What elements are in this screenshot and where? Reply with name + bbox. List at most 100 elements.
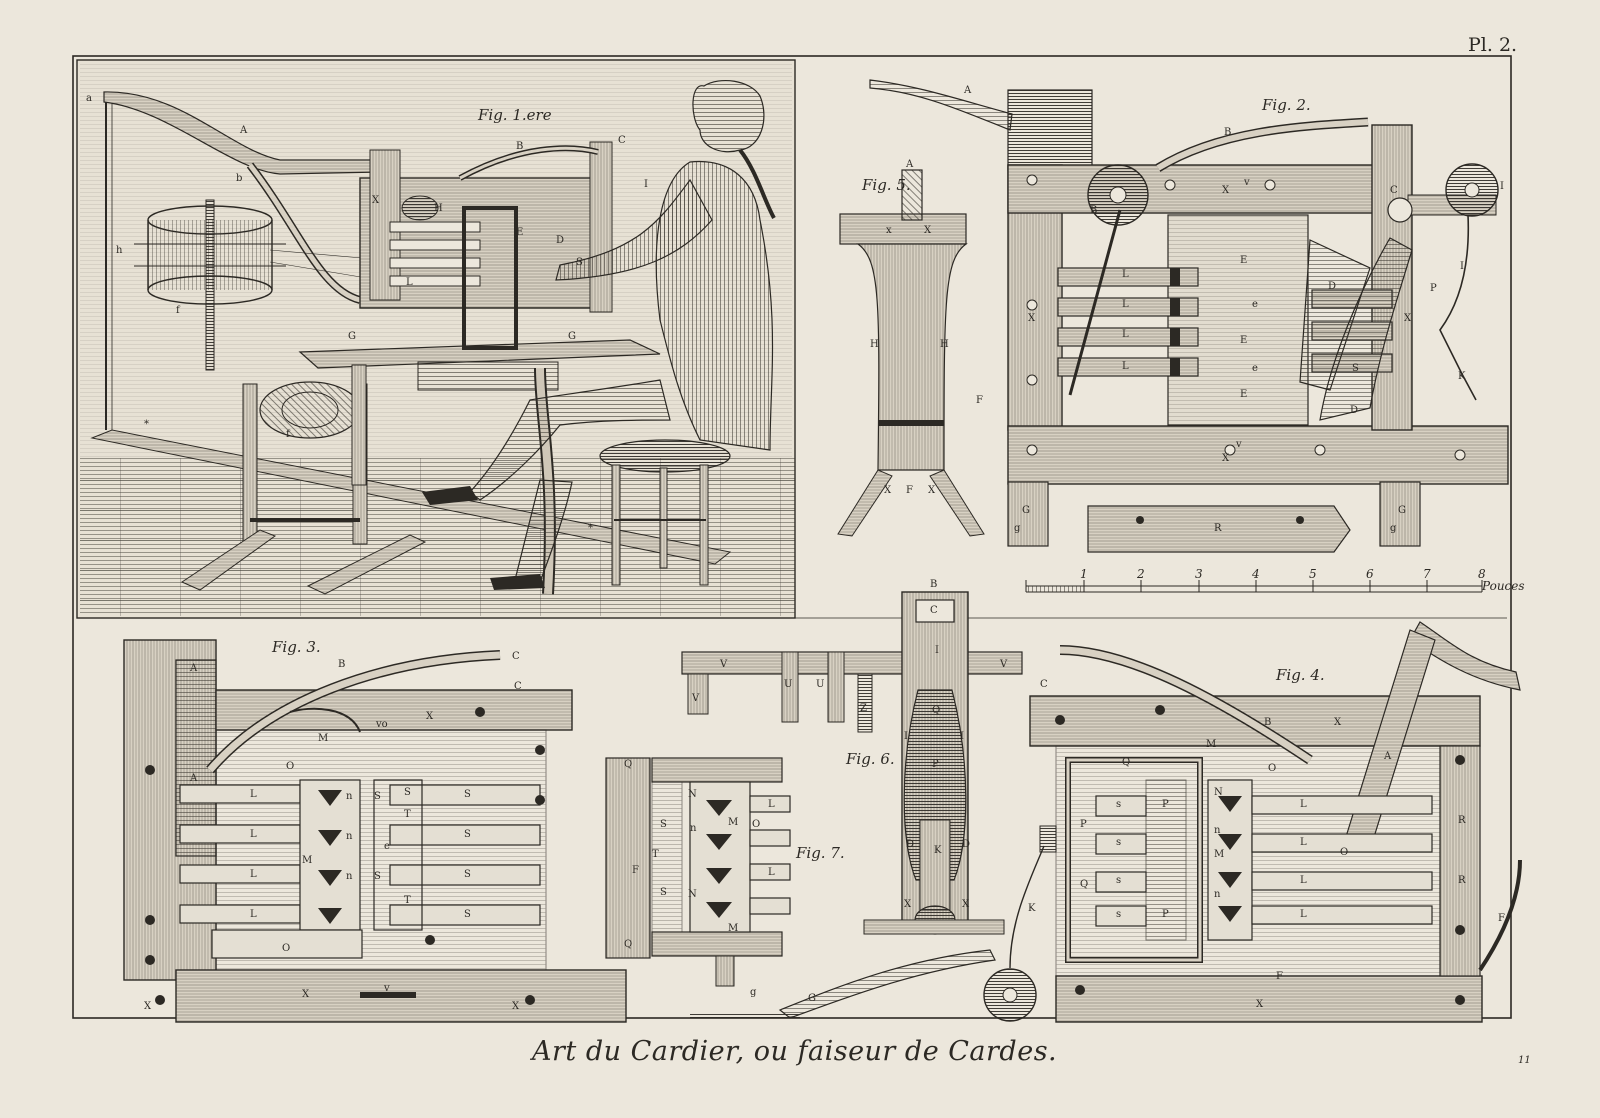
letter-label: G xyxy=(1022,505,1030,516)
letter-label: N xyxy=(688,889,697,900)
letter-label: B xyxy=(338,659,346,670)
letter-label: O xyxy=(282,943,291,954)
letter-label: F xyxy=(1276,971,1283,982)
letter-label: n xyxy=(1214,825,1221,836)
letter-label: F xyxy=(976,395,983,406)
letter-label: B xyxy=(1090,205,1098,216)
letter-label: C xyxy=(1040,679,1048,690)
fig6-title: Fig. 6. xyxy=(846,750,895,768)
letter-label: S xyxy=(464,869,471,880)
letter-label: X xyxy=(372,195,380,206)
letter-label: s xyxy=(1116,875,1122,886)
letter-label: U xyxy=(816,679,825,690)
letter-label: L xyxy=(1300,875,1307,886)
letter-label: g xyxy=(1390,523,1397,534)
fig4-plan-view xyxy=(983,621,1522,1023)
letter-label: D xyxy=(962,839,971,850)
letter-label: O xyxy=(752,819,761,830)
letter-label: g xyxy=(1014,523,1021,534)
letter-label: a xyxy=(86,93,92,104)
letter-label: G xyxy=(808,993,816,1004)
letter-label: L xyxy=(250,829,257,840)
letter-label: S xyxy=(660,887,667,898)
letter-label: O xyxy=(1268,763,1277,774)
scale-tick: 7 xyxy=(1423,567,1431,581)
letter-label: X xyxy=(512,1001,520,1012)
scale-bar xyxy=(1025,580,1483,593)
letter-label: G xyxy=(348,331,356,342)
letter-label: n xyxy=(1214,889,1221,900)
letter-label: I xyxy=(904,731,908,742)
letter-label: U xyxy=(784,679,793,690)
letter-label: T xyxy=(404,809,411,820)
plate-number: Pl. 2. xyxy=(1468,34,1518,56)
scale-tick: 6 xyxy=(1366,567,1374,581)
fig2-machine-elevation xyxy=(869,79,1509,553)
letter-label: X xyxy=(962,899,970,910)
letter-label: X xyxy=(1222,453,1230,464)
letter-label: L xyxy=(250,869,257,880)
letter-label: N xyxy=(688,789,697,800)
letter-label: P xyxy=(1162,909,1169,920)
letter-label: M xyxy=(728,817,739,828)
letter-label: L xyxy=(1122,269,1129,280)
letter-label: X xyxy=(1404,313,1412,324)
letter-label: n xyxy=(346,791,353,802)
letter-label: F xyxy=(906,485,913,496)
scale-tick: 4 xyxy=(1252,567,1260,581)
letter-label: b xyxy=(236,173,243,184)
letter-label: D xyxy=(1328,281,1337,292)
letter-label: L xyxy=(768,867,775,878)
letter-label: L xyxy=(1300,909,1307,920)
letter-label: s xyxy=(1116,799,1122,810)
fig1-title: Fig. 1.ere xyxy=(478,106,552,124)
scale-tick: 3 xyxy=(1195,567,1203,581)
letter-label: S xyxy=(374,791,381,802)
letter-label: s xyxy=(1116,909,1122,920)
scale-tick: 8 xyxy=(1478,567,1486,581)
letter-label: F xyxy=(632,865,639,876)
letter-label: X xyxy=(1222,185,1230,196)
letter-label: e xyxy=(1252,299,1258,310)
letter-label: S xyxy=(464,789,471,800)
letter-label: D xyxy=(1350,405,1359,416)
letter-label: X xyxy=(904,899,912,910)
letter-label: n xyxy=(690,823,697,834)
letter-label: K xyxy=(1458,371,1466,382)
letter-label: X xyxy=(302,989,310,1000)
letter-label: * xyxy=(588,523,593,534)
fig3-title: Fig. 3. xyxy=(272,638,321,656)
letter-label: E xyxy=(1240,335,1248,346)
letter-label: A xyxy=(240,125,248,136)
letter-label: M xyxy=(302,855,313,866)
letter-label: S xyxy=(464,829,471,840)
letter-label: L xyxy=(1122,299,1129,310)
letter-label: X xyxy=(426,711,434,722)
letter-label: S xyxy=(1352,363,1359,374)
letter-label: g xyxy=(750,987,757,998)
letter-label: O xyxy=(1340,847,1349,858)
letter-label: F xyxy=(1498,913,1505,924)
letter-label: C xyxy=(930,605,938,616)
letter-label: A xyxy=(964,85,972,96)
page-number: 11 xyxy=(1518,1055,1531,1066)
letter-label: L xyxy=(768,799,775,810)
letter-label: vo xyxy=(376,719,388,730)
letter-label: D xyxy=(556,235,565,246)
letter-label: S xyxy=(576,257,583,268)
letter-label: I xyxy=(644,179,648,190)
fig5-side-view xyxy=(837,169,985,537)
letter-label: f xyxy=(286,429,290,440)
letter-label: T xyxy=(652,849,659,860)
letter-label: N xyxy=(1214,787,1223,798)
letter-label: V xyxy=(720,659,728,670)
scale-tick: 2 xyxy=(1137,567,1145,581)
letter-label: M xyxy=(728,923,739,934)
letter-label: X xyxy=(1028,313,1036,324)
letter-label: v xyxy=(1244,177,1250,188)
scale-unit: Pouces xyxy=(1482,579,1525,593)
letter-label: B xyxy=(516,141,524,152)
letter-label: e xyxy=(384,841,390,852)
letter-label: X xyxy=(928,485,936,496)
